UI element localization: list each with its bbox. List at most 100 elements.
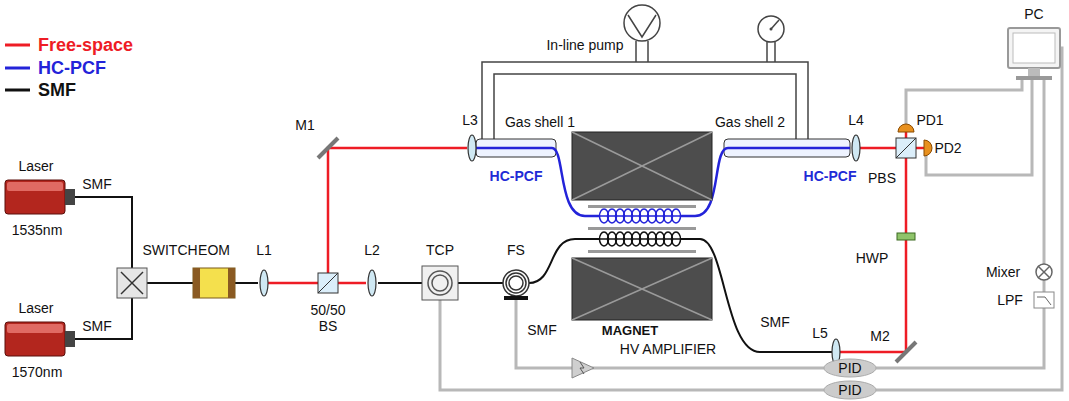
legend-text: HC-PCF bbox=[38, 58, 106, 78]
hv-amplifier-symbol bbox=[572, 358, 594, 378]
component-label: FS bbox=[507, 242, 525, 258]
component-label: Gas shell 1 bbox=[505, 114, 575, 130]
pressure-gauge bbox=[758, 16, 784, 42]
component-label: HC-PCF bbox=[804, 168, 857, 184]
component-label: Gas shell 2 bbox=[715, 114, 785, 130]
vacuum-pipe bbox=[647, 41, 649, 62]
pressure-gauge bbox=[770, 28, 773, 31]
pid-ellipse bbox=[824, 359, 876, 377]
low-pass-filter bbox=[1037, 297, 1051, 305]
smf-fiber bbox=[75, 298, 132, 339]
vacuum-pipe bbox=[494, 74, 796, 139]
pump-symbol bbox=[628, 15, 656, 37]
fiber-stretcher bbox=[504, 296, 528, 300]
component-label: PC bbox=[1024, 6, 1043, 22]
mirror bbox=[318, 138, 916, 362]
component-label: TCP bbox=[426, 242, 454, 258]
computer bbox=[1008, 28, 1060, 68]
lens bbox=[260, 135, 860, 365]
legend-lines bbox=[5, 45, 30, 90]
fiber-stretcher bbox=[503, 270, 529, 296]
optical-switch bbox=[117, 268, 147, 298]
component-label: L5 bbox=[812, 325, 828, 341]
computer bbox=[1008, 28, 1060, 80]
mirror bbox=[318, 138, 338, 158]
component-label: SMF bbox=[82, 176, 112, 192]
component-label: EOM bbox=[198, 242, 230, 258]
eom-crystal bbox=[193, 268, 200, 298]
fiber-polarization-controller bbox=[428, 271, 452, 295]
free-space-beam bbox=[338, 282, 366, 285]
fiber-coil bbox=[672, 232, 681, 246]
component-label: 1535nm bbox=[12, 222, 63, 238]
legend-text: SMF bbox=[38, 80, 76, 100]
component-label: PBS bbox=[868, 170, 896, 186]
vacuum-pipe bbox=[635, 41, 637, 62]
optical-switch bbox=[121, 272, 143, 294]
laser-source bbox=[5, 322, 65, 356]
magnet bbox=[572, 258, 712, 320]
mixer-symbol bbox=[1036, 264, 1052, 280]
control-wire bbox=[1043, 80, 1046, 264]
component-label: PD1 bbox=[916, 112, 943, 128]
fiber-stretcher bbox=[503, 270, 529, 300]
component-label: PID bbox=[838, 360, 861, 376]
photodetector bbox=[898, 124, 914, 132]
laser-source bbox=[5, 180, 75, 356]
mirror bbox=[896, 342, 916, 362]
lens bbox=[368, 270, 376, 296]
control-wire bbox=[1043, 280, 1046, 292]
fiber-coil bbox=[672, 209, 681, 223]
pump-symbol bbox=[624, 5, 660, 41]
component-label: L4 bbox=[848, 112, 864, 128]
control-wire bbox=[876, 308, 1044, 368]
vacuum-pipe bbox=[774, 42, 776, 62]
smf-fiber bbox=[378, 282, 422, 284]
lens bbox=[852, 135, 860, 161]
legend-line-sample bbox=[5, 89, 30, 92]
component-label: M1 bbox=[295, 117, 314, 133]
beam-splitter bbox=[896, 138, 916, 158]
computer bbox=[1013, 33, 1055, 63]
component-label: Laser bbox=[18, 158, 53, 174]
component-label: MAGNET bbox=[602, 323, 658, 339]
component-label: SMF bbox=[82, 318, 112, 334]
fiber-polarization-controller bbox=[432, 275, 448, 291]
component-label: SMF bbox=[760, 314, 790, 330]
free-space-beam bbox=[328, 148, 467, 273]
half-wave-plate bbox=[897, 233, 915, 240]
beam-splitter bbox=[318, 273, 338, 293]
magnet bbox=[572, 132, 712, 200]
component-label: HC-PCF bbox=[490, 168, 543, 184]
fiber-polarization-controller bbox=[422, 266, 458, 300]
pump-symbol bbox=[624, 5, 660, 41]
free-space-beam bbox=[905, 132, 908, 138]
hv-amplifier-symbol bbox=[580, 362, 584, 374]
control-wire bbox=[440, 48, 1062, 390]
mixer-symbol bbox=[1038, 266, 1050, 278]
mixer-symbol bbox=[1036, 264, 1052, 280]
legend-line-sample bbox=[5, 44, 30, 47]
component-label: L2 bbox=[364, 242, 380, 258]
pid-ellipse bbox=[824, 381, 876, 399]
computer bbox=[1016, 76, 1052, 80]
component-label: L3 bbox=[462, 112, 478, 128]
eom-crystal bbox=[193, 268, 235, 298]
laser-source bbox=[7, 182, 63, 191]
photodetector bbox=[898, 124, 932, 156]
eom-crystal bbox=[193, 268, 235, 298]
hv-amplifier-symbol bbox=[572, 358, 594, 378]
fiber-stretcher bbox=[506, 273, 526, 293]
smf-fiber bbox=[458, 282, 503, 284]
control-wire bbox=[876, 48, 1062, 390]
beam-splitter bbox=[318, 273, 338, 293]
optical-switch bbox=[117, 268, 147, 298]
component-label: L1 bbox=[256, 242, 272, 258]
optical-switch bbox=[121, 272, 143, 294]
fiber-stretcher bbox=[509, 276, 523, 290]
component-label: SMF bbox=[527, 322, 557, 338]
component-label: HV AMPLIFIER bbox=[620, 341, 716, 357]
smf-fiber bbox=[235, 282, 258, 284]
